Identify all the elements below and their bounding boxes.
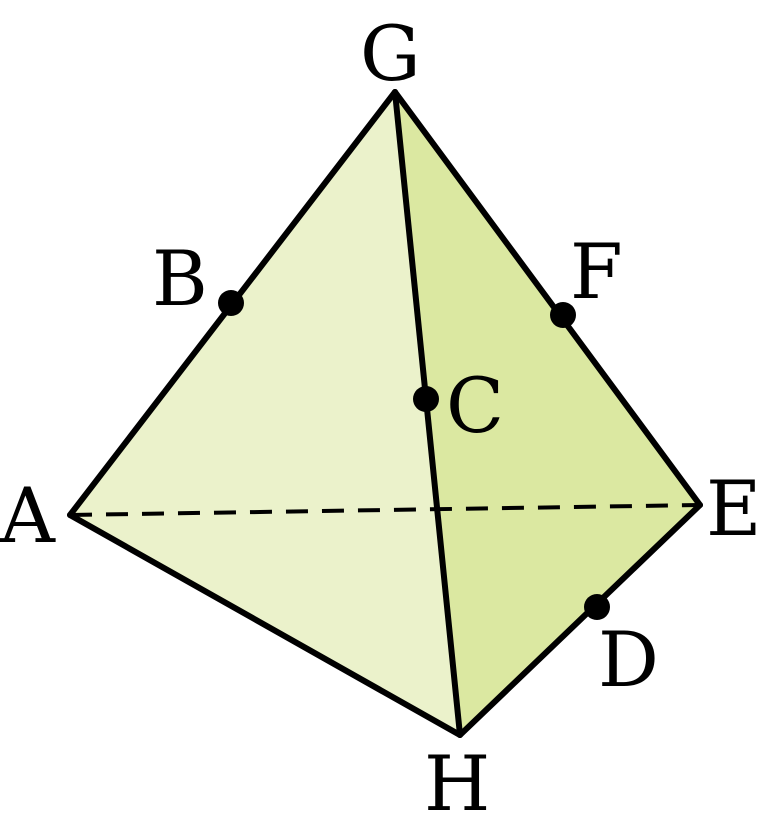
label-e: E	[706, 464, 761, 553]
label-a: A	[0, 471, 56, 560]
edge-ha	[67, 512, 463, 738]
label-d: D	[598, 615, 659, 704]
edge-ge	[392, 89, 703, 508]
label-c: C	[446, 361, 504, 450]
point-d	[584, 594, 610, 620]
edge-ae-hidden	[69, 503, 701, 517]
point-b	[218, 290, 244, 316]
label-b: B	[152, 234, 208, 323]
label-h: H	[424, 739, 490, 828]
edge-gh	[392, 89, 463, 738]
edge-eh	[457, 502, 703, 738]
point-c	[413, 386, 439, 412]
label-f: F	[570, 227, 623, 316]
label-g: G	[360, 9, 421, 98]
face-left	[70, 92, 460, 735]
point-f	[550, 302, 576, 328]
